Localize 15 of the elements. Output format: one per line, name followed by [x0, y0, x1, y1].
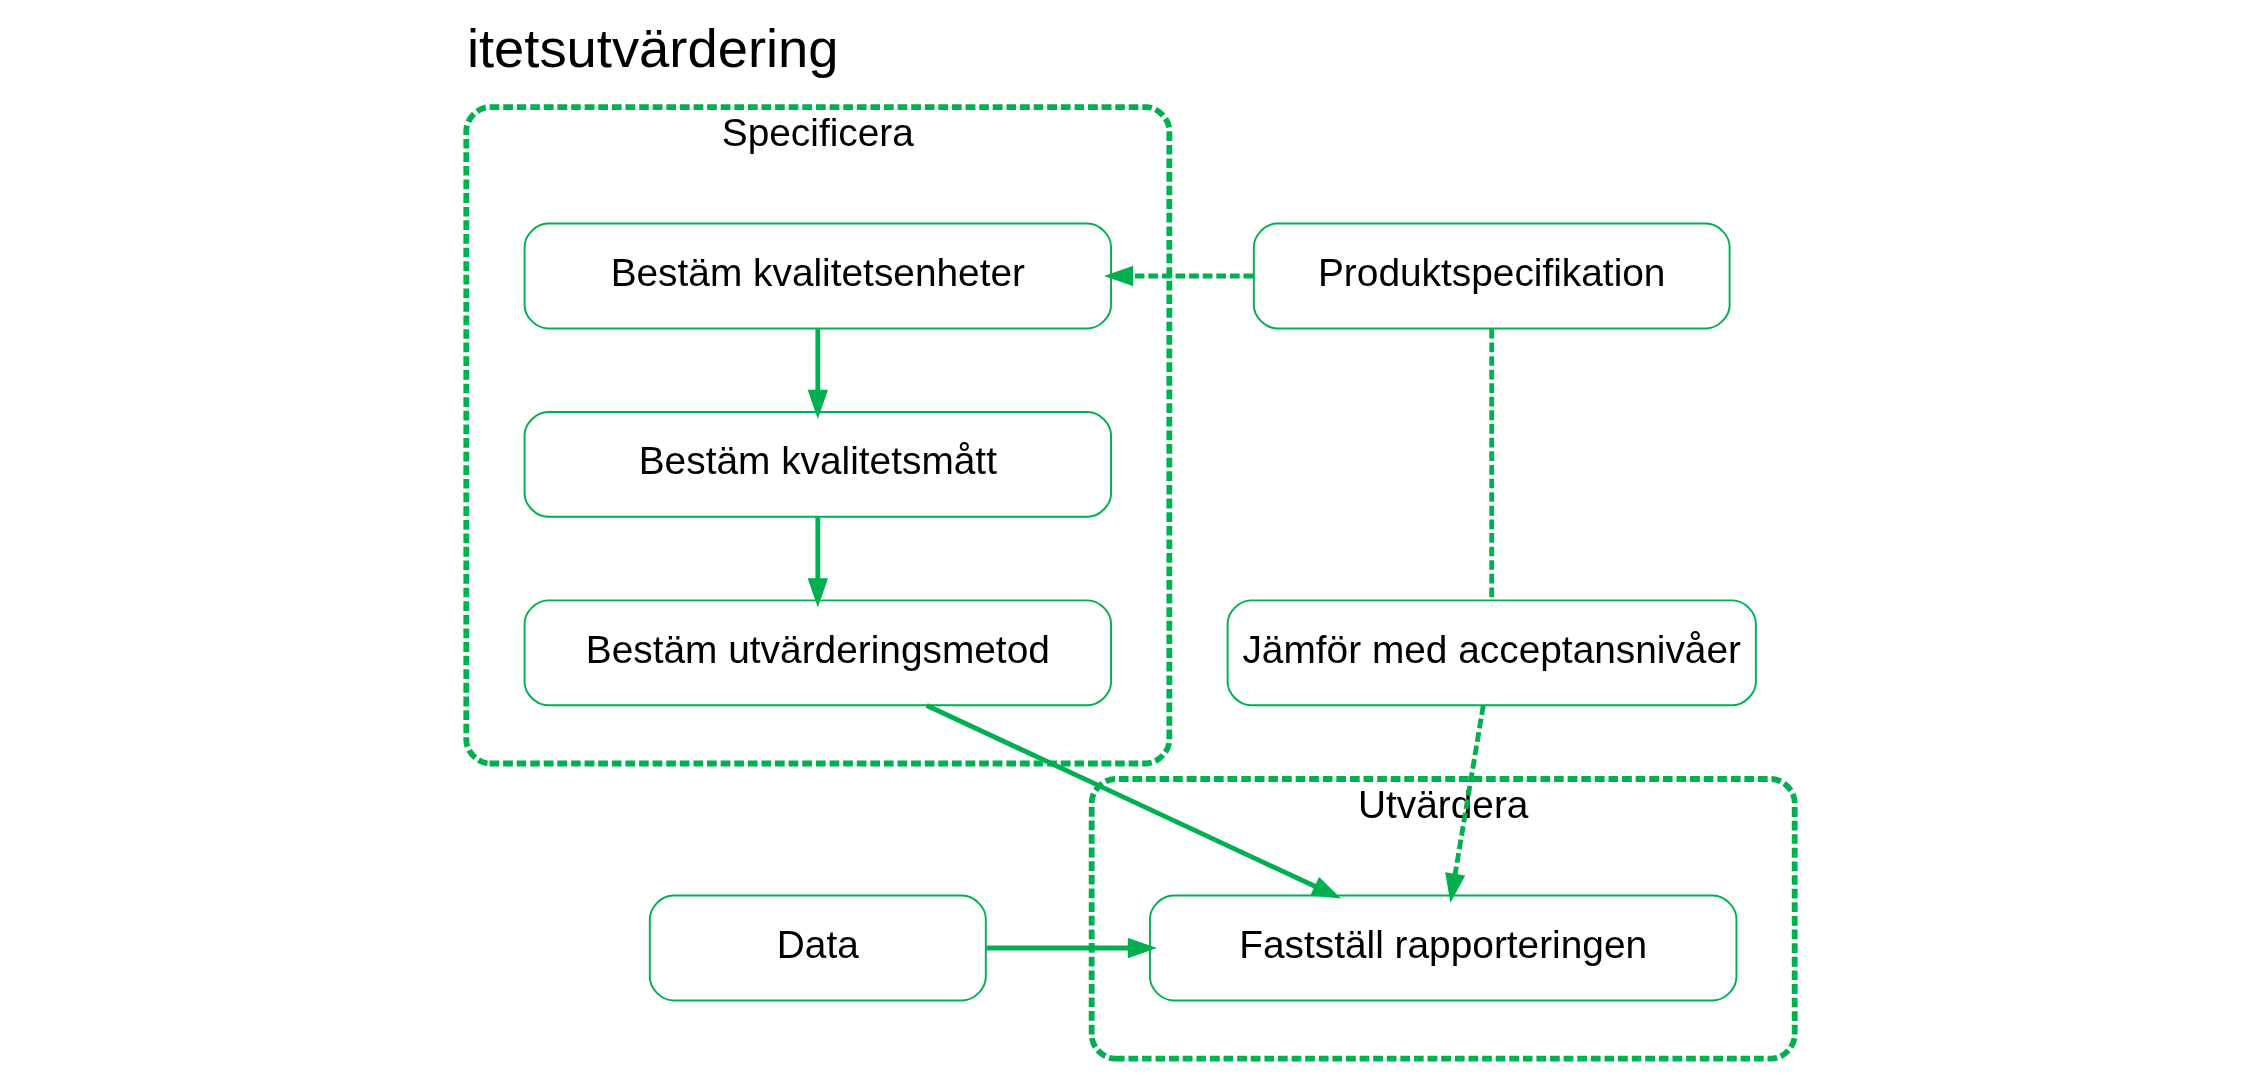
connector: [1489, 329, 1495, 600]
node-box: Bestäm kvalitetsenheter: [523, 222, 1113, 330]
node-box: Bestäm kvalitetsmått: [523, 411, 1113, 518]
arrow: [986, 937, 1157, 959]
arrow: [807, 328, 829, 420]
diagram-title: itetsutvärdering: [466, 18, 839, 80]
node-box: Bestäm utvärderingsmetod: [523, 599, 1113, 707]
arrow: [1103, 265, 1254, 287]
node-box: Fastställ rapporteringen: [1148, 894, 1738, 1002]
node-box: Produktspecifikation: [1252, 222, 1731, 330]
node-box: Data: [648, 894, 987, 1002]
node-box: Jämför med acceptansnivåer: [1226, 599, 1757, 707]
arrow: [1445, 705, 1486, 903]
arrow: [807, 517, 829, 608]
arrow: [925, 703, 1342, 899]
